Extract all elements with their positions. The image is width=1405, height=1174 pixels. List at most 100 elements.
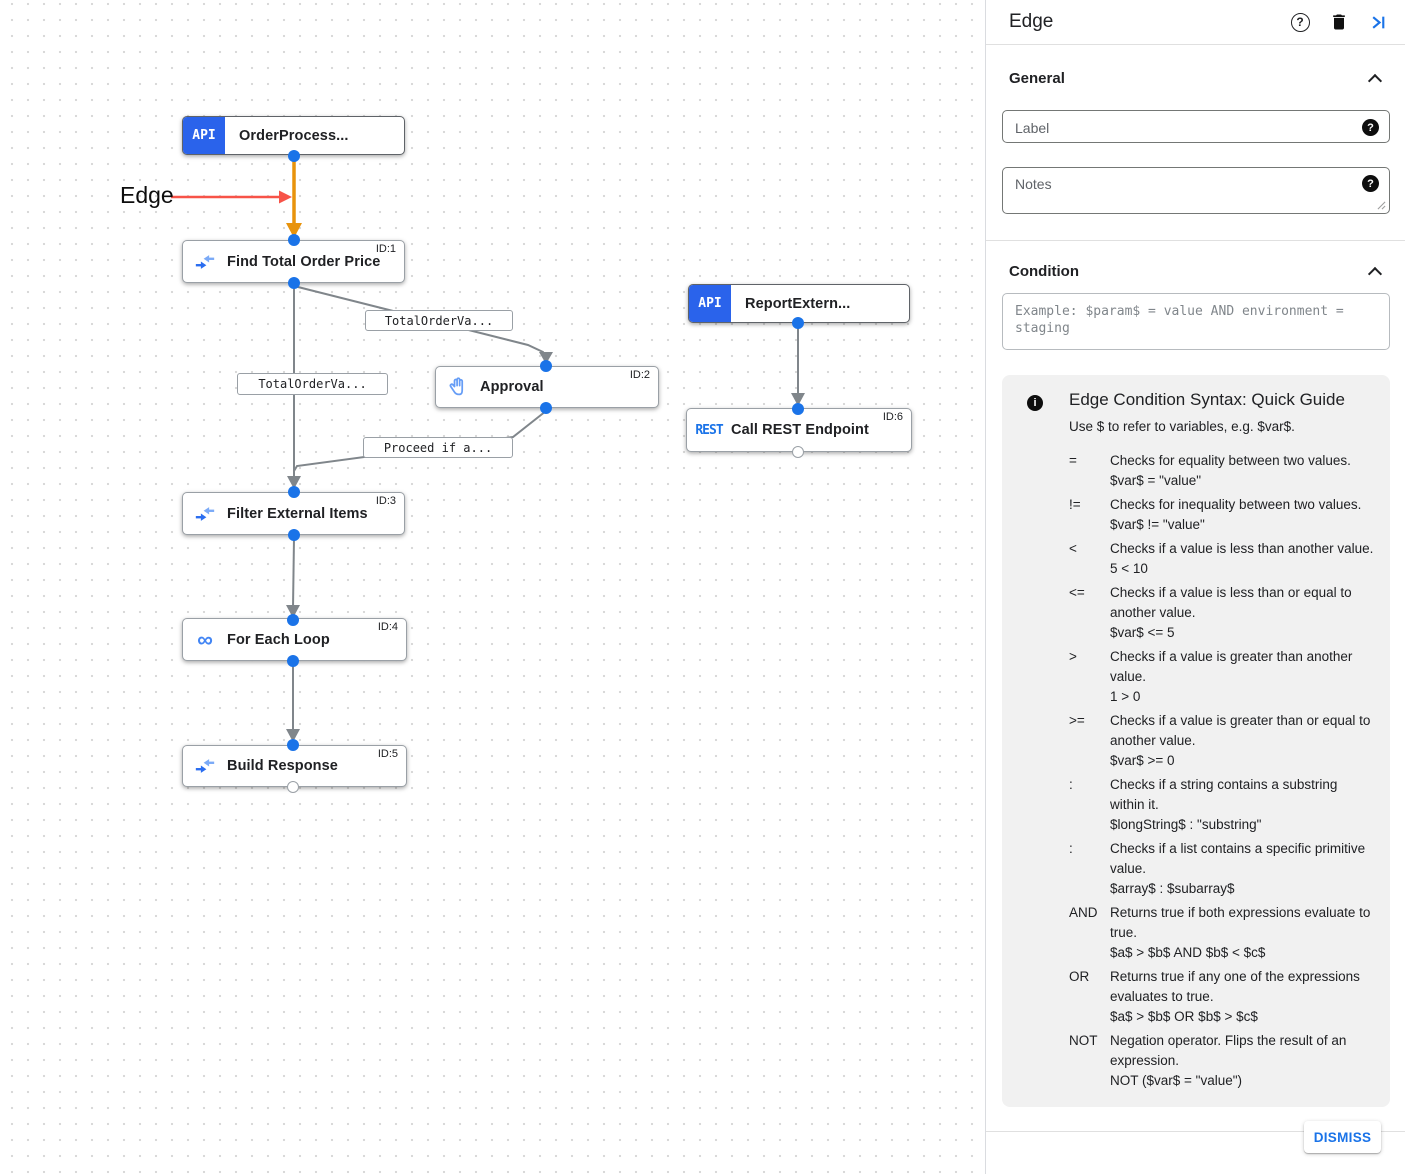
help-icon: ? [1290, 12, 1310, 32]
panel-title: Edge [1009, 11, 1054, 32]
guide-item: : Checks if a list contains a specific p… [1069, 839, 1374, 899]
guide-item: AND Returns true if both expressions eva… [1069, 903, 1374, 963]
collapse-condition-chevron-icon[interactable] [1367, 266, 1383, 281]
label-help-icon[interactable]: ? [1362, 119, 1379, 136]
node-build-response[interactable]: Build Response ID:5 [182, 745, 407, 787]
guide-title: Edge Condition Syntax: Quick Guide [1069, 390, 1345, 409]
guide-item: : Checks if a string contains a substrin… [1069, 775, 1374, 835]
guide-operator: AND [1069, 905, 1098, 920]
connector-dot[interactable] [288, 277, 300, 289]
node-label: Find Total Order Price [227, 253, 381, 270]
guide-example: $longString$ : "substring" [1110, 817, 1262, 832]
node-label: Filter External Items [227, 505, 368, 522]
collapse-panel-button[interactable] [1367, 11, 1389, 33]
node-reportextern-trigger[interactable]: API ReportExtern... [688, 284, 910, 323]
connector-dot[interactable] [287, 614, 299, 626]
rest-icon: REST [695, 422, 723, 438]
general-section-header: General [986, 66, 1405, 90]
connector-dot-end[interactable] [287, 781, 299, 793]
notes-help-icon[interactable]: ? [1362, 175, 1379, 192]
flow-canvas[interactable]: Edge API OrderProcess... Find Total Orde… [0, 0, 985, 1174]
guide-operator: : [1069, 841, 1073, 856]
guide-operator-list: = Checks for equality between two values… [1069, 451, 1374, 1091]
condition-textarea[interactable] [1003, 294, 1389, 349]
guide-description: Negation operator. Flips the result of a… [1110, 1033, 1347, 1068]
edge-foreach-to-build[interactable] [286, 663, 300, 742]
panel-header: Edge ? [986, 0, 1405, 45]
edge-filter-to-foreach[interactable] [286, 537, 300, 618]
connector-dot[interactable] [540, 402, 552, 414]
node-approval[interactable]: Approval ID:2 [435, 366, 659, 408]
guide-example: $a$ > $b$ AND $b$ < $c$ [1110, 945, 1266, 960]
notes-textarea[interactable] [1003, 168, 1389, 213]
guide-item: >= Checks if a value is greater than or … [1069, 711, 1374, 771]
api-trigger-icon: API [183, 117, 225, 154]
node-call-rest-endpoint[interactable]: REST Call REST Endpoint ID:6 [686, 408, 912, 452]
guide-item: OR Returns true if any one of the expres… [1069, 967, 1374, 1027]
connector-dot[interactable] [792, 403, 804, 415]
dismiss-button[interactable]: DISMISS [1304, 1121, 1381, 1153]
approval-hand-icon [436, 376, 480, 398]
guide-example: $var$ != "value" [1110, 517, 1205, 532]
connector-dot[interactable] [287, 739, 299, 751]
guide-item: <= Checks if a value is less than or equ… [1069, 583, 1374, 643]
connector-dot[interactable] [288, 529, 300, 541]
edge-condition-label[interactable]: TotalOrderVa... [365, 310, 513, 331]
edge-annotation-label: Edge [120, 182, 174, 208]
connector-dot[interactable] [288, 234, 300, 246]
guide-item: != Checks for inequality between two val… [1069, 495, 1374, 535]
connector-dot-end[interactable] [792, 446, 804, 458]
connector-dot[interactable] [540, 360, 552, 372]
label-input[interactable] [1003, 111, 1389, 142]
edge-condition-label[interactable]: TotalOrderVa... [237, 373, 388, 395]
guide-example: $var$ = "value" [1110, 473, 1202, 488]
edge-condition-label[interactable]: Proceed if a... [363, 437, 513, 458]
notes-field-wrap: ? [1002, 167, 1390, 214]
data-mapping-icon [183, 251, 227, 273]
guide-operator: OR [1069, 969, 1090, 984]
connector-dot[interactable] [288, 150, 300, 162]
condition-field-wrap [1002, 293, 1390, 350]
edge-selected[interactable] [286, 158, 302, 238]
edge-label-text: Proceed if a... [383, 440, 493, 455]
guide-example: 1 > 0 [1110, 689, 1141, 704]
node-id-badge: ID:1 [375, 243, 396, 255]
guide-item: NOT Negation operator. Flips the result … [1069, 1031, 1374, 1091]
edge-label-text: TotalOrderVa... [258, 377, 367, 391]
loop-infinity-icon: ∞ [197, 626, 213, 652]
guide-item: > Checks if a value is greater than anot… [1069, 647, 1374, 707]
guide-description: Checks if a value is less than or equal … [1110, 585, 1352, 620]
delete-edge-button[interactable] [1328, 11, 1350, 33]
guide-example: $array$ : $subarray$ [1110, 881, 1235, 896]
connector-dot[interactable] [288, 486, 300, 498]
connector-dot[interactable] [287, 655, 299, 667]
node-id-badge: ID:6 [882, 411, 903, 423]
guide-description: Returns true if both expressions evaluat… [1110, 905, 1371, 940]
node-find-total-order-price[interactable]: Find Total Order Price ID:1 [182, 240, 405, 283]
guide-intro: Use $ to refer to variables, e.g. $var$. [1069, 419, 1295, 434]
help-button[interactable]: ? [1289, 11, 1311, 33]
guide-operator: <= [1069, 585, 1085, 600]
guide-operator: NOT [1069, 1033, 1098, 1048]
edge-report-to-rest[interactable] [791, 326, 805, 406]
guide-description: Checks for equality between two values. [1110, 453, 1351, 468]
edge-properties-panel: Edge ? General [985, 0, 1405, 1174]
collapse-general-chevron-icon[interactable] [1367, 73, 1383, 88]
guide-example: 5 < 10 [1110, 561, 1148, 576]
guide-description: Checks if a value is greater than or equ… [1110, 713, 1371, 748]
guide-description: Checks if a value is less than another v… [1110, 541, 1374, 556]
node-orderprocess-trigger[interactable]: API OrderProcess... [182, 116, 405, 155]
guide-description: Returns true if any one of the expressio… [1110, 969, 1360, 1004]
resize-handle-icon[interactable] [1377, 201, 1386, 210]
guide-item: < Checks if a value is less than another… [1069, 539, 1374, 579]
footer-divider [986, 1131, 1405, 1132]
node-label: ReportExtern... [745, 295, 851, 312]
connector-dot[interactable] [792, 317, 804, 329]
data-mapping-icon [183, 503, 227, 525]
trash-icon [1333, 14, 1345, 30]
node-id-badge: ID:5 [377, 748, 398, 760]
node-id-badge: ID:4 [377, 621, 398, 633]
guide-example: $a$ > $b$ OR $b$ > $c$ [1110, 1009, 1258, 1024]
condition-section-header: Condition [986, 259, 1405, 283]
node-label: OrderProcess... [239, 127, 349, 144]
